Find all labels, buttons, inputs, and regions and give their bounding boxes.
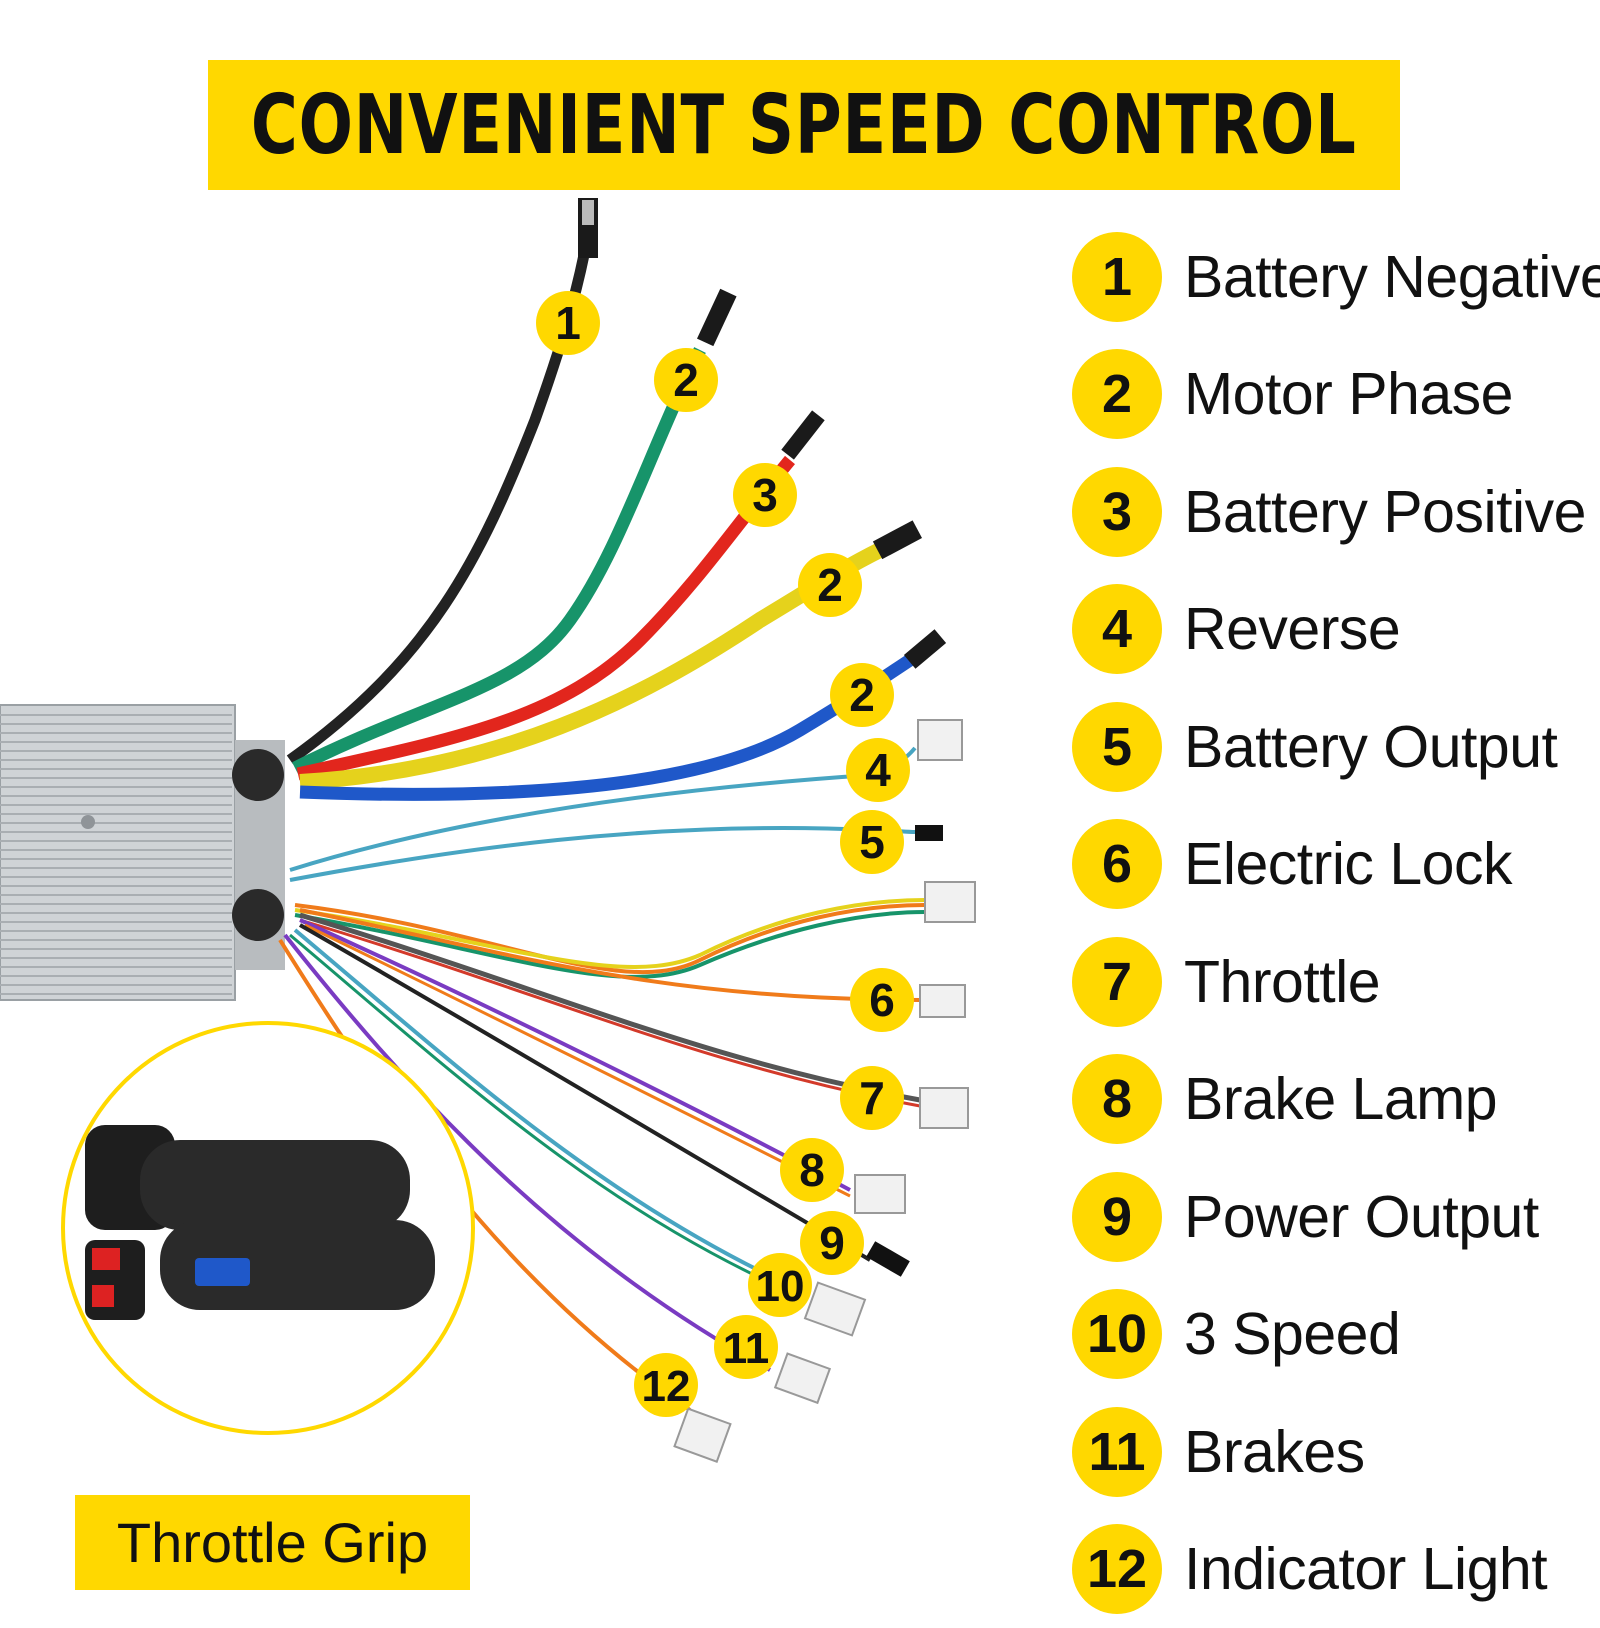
legend-item: 8 Brake Lamp: [1072, 1041, 1600, 1159]
legend-label: Throttle: [1184, 948, 1380, 1016]
legend-number-badge: 2: [1072, 349, 1162, 439]
legend-number-badge: 9: [1072, 1172, 1162, 1262]
legend-number-badge: 11: [1072, 1407, 1162, 1497]
wire-marker: 5: [840, 810, 904, 874]
legend-label: Electric Lock: [1184, 830, 1512, 898]
legend-item: 10 3 Speed: [1072, 1276, 1600, 1394]
legend-number-badge: 4: [1072, 584, 1162, 674]
wire-marker-number: 9: [819, 1217, 845, 1269]
wire-marker-number: 11: [723, 1324, 770, 1373]
legend-number-badge: 7: [1072, 937, 1162, 1027]
wire-marker-number: 3: [752, 469, 778, 521]
wire-marker: 2: [798, 553, 862, 617]
wire-marker: 4: [846, 738, 910, 802]
wire-marker: 10: [748, 1253, 812, 1317]
legend-label: Brake Lamp: [1184, 1065, 1497, 1133]
wire-marker-number: 4: [865, 744, 891, 796]
wire-marker: 2: [830, 663, 894, 727]
legend-number-badge: 1: [1072, 232, 1162, 322]
wire-marker: 7: [840, 1066, 904, 1130]
wire-marker: 3: [733, 463, 797, 527]
legend-label: Battery Positive: [1184, 478, 1586, 546]
legend-number-badge: 3: [1072, 467, 1162, 557]
wire-marker: 1: [536, 291, 600, 355]
legend-item: 2 Motor Phase: [1072, 336, 1600, 454]
legend-label: Motor Phase: [1184, 360, 1513, 428]
wire-marker-number: 10: [756, 1262, 805, 1311]
legend-number-badge: 12: [1072, 1524, 1162, 1614]
legend-label: Battery Output: [1184, 713, 1557, 781]
wire-marker-number: 6: [869, 974, 895, 1026]
legend-item: 7 Throttle: [1072, 923, 1600, 1041]
legend-number-badge: 5: [1072, 702, 1162, 792]
wire-marker-number: 8: [799, 1144, 825, 1196]
controller-box: [0, 705, 285, 1000]
throttle-grip-caption-box: Throttle Grip: [75, 1495, 470, 1590]
wire-marker-number: 2: [849, 669, 875, 721]
legend-item: 5 Battery Output: [1072, 688, 1600, 806]
legend-label: Battery Negative: [1184, 243, 1600, 311]
legend-number-badge: 6: [1072, 819, 1162, 909]
wire-marker: 12: [634, 1353, 698, 1417]
throttle-grip-image: [85, 1125, 435, 1320]
wire-marker: 6: [850, 968, 914, 1032]
legend-item: 12 Indicator Light: [1072, 1511, 1600, 1628]
legend-item: 6 Electric Lock: [1072, 806, 1600, 924]
legend-item: 11 Brakes: [1072, 1393, 1600, 1511]
wire-marker: 2: [654, 348, 718, 412]
throttle-grip-caption: Throttle Grip: [117, 1510, 428, 1575]
wire-marker-number: 7: [859, 1072, 885, 1124]
wire-battery-negative: [290, 198, 598, 760]
wire-marker: 9: [800, 1211, 864, 1275]
wire-marker-number: 1: [555, 297, 581, 349]
legend-item: 4 Reverse: [1072, 571, 1600, 689]
legend-label: Indicator Light: [1184, 1535, 1547, 1603]
legend-label: Brakes: [1184, 1418, 1365, 1486]
legend-label: 3 Speed: [1184, 1300, 1400, 1368]
wire-marker: 8: [780, 1138, 844, 1202]
legend-item: 9 Power Output: [1072, 1158, 1600, 1276]
legend-item: 3 Battery Positive: [1072, 453, 1600, 571]
legend-item: 1 Battery Negative: [1072, 218, 1600, 336]
wire-marker: 11: [714, 1315, 778, 1379]
legend: 1 Battery Negative 2 Motor Phase 3 Battery Po…: [1072, 218, 1600, 1628]
wire-marker-number: 12: [642, 1362, 691, 1411]
wire-marker-number: 2: [817, 559, 843, 611]
wire-marker-number: 5: [859, 816, 885, 868]
legend-number-badge: 8: [1072, 1054, 1162, 1144]
legend-label: Reverse: [1184, 595, 1400, 663]
throttle-grip-inset: [63, 1023, 473, 1433]
legend-number-badge: 10: [1072, 1289, 1162, 1379]
legend-label: Power Output: [1184, 1183, 1539, 1251]
wire-marker-number: 2: [673, 354, 699, 406]
